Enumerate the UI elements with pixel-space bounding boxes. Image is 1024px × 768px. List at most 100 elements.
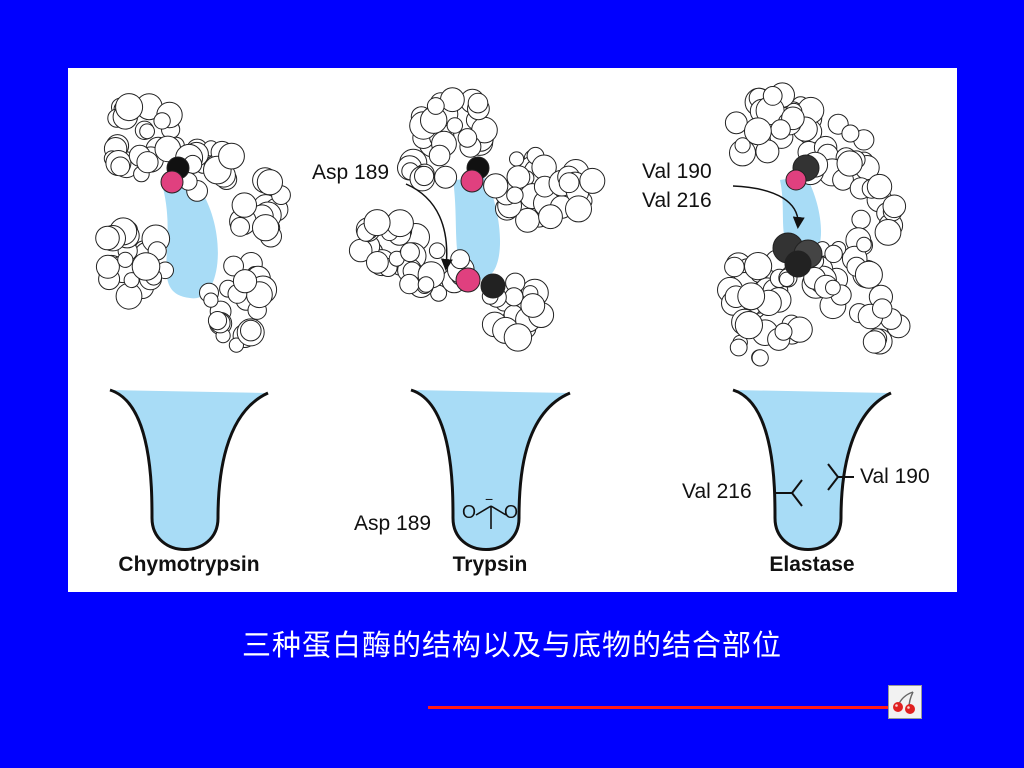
atom-sphere — [774, 322, 793, 341]
atom-sphere — [506, 165, 531, 189]
valine-side-chain-216 — [776, 479, 803, 507]
atom-sphere — [256, 169, 283, 196]
asp189-pocket-label: Asp 189 — [354, 512, 431, 535]
atom-sphere — [483, 173, 509, 199]
atom-sphere — [139, 123, 155, 140]
atom-sphere — [223, 255, 245, 277]
atom-sphere — [579, 167, 606, 194]
atom-sphere — [770, 119, 791, 140]
atom-sphere — [744, 252, 773, 281]
dark-atom — [480, 273, 506, 299]
atom-sphere — [434, 165, 458, 189]
nav-button[interactable] — [888, 685, 922, 719]
atom-sphere — [734, 311, 764, 340]
elastase-molecule-model — [717, 82, 911, 367]
atom-sphere — [874, 219, 902, 246]
atom-sphere — [207, 311, 228, 331]
atom-sphere — [115, 93, 144, 122]
pink-atom — [785, 169, 807, 191]
atom-sphere — [854, 260, 883, 289]
atom-sphere — [386, 209, 414, 238]
atom-sphere — [882, 194, 907, 219]
asp189-model-arrow — [405, 183, 453, 271]
atom-sphere — [399, 273, 420, 295]
carboxylate-charge: − — [485, 491, 493, 507]
val216-pocket-label: Val 216 — [682, 480, 752, 503]
atom-sphere — [428, 144, 451, 167]
pink-atom — [160, 170, 184, 194]
atom-sphere — [95, 254, 120, 279]
val-model-arrow — [732, 185, 805, 229]
pink-atom — [455, 267, 481, 293]
atom-sphere — [467, 92, 489, 114]
footer-divider — [428, 706, 890, 709]
valine-side-chain-190 — [827, 463, 854, 491]
chymotrypsin-molecule-model — [95, 93, 291, 353]
atom-sphere — [509, 151, 525, 167]
atom-sphere — [538, 204, 563, 230]
atom-sphere — [565, 195, 592, 223]
atom-sphere — [230, 217, 251, 237]
figure-panel: Asp 189 Val 190 Val 216 O O − Asp 189 — [68, 68, 957, 592]
asp189-model-label: Asp 189 — [312, 161, 389, 184]
atom-sphere — [366, 251, 389, 274]
atom-sphere — [729, 338, 748, 357]
atom-sphere — [762, 86, 783, 106]
atom-sphere — [836, 150, 863, 177]
atom-sphere — [153, 112, 171, 130]
atom-sphere — [400, 242, 420, 263]
enzyme-diagram: Asp 189 Val 190 Val 216 O O − Asp 189 — [95, 82, 930, 576]
atom-sphere — [457, 128, 478, 148]
atom-sphere — [136, 151, 159, 174]
atom-sphere — [734, 137, 751, 154]
atom-sphere — [872, 298, 893, 319]
val190-pocket-label: Val 190 — [860, 465, 930, 488]
trypsin-molecule-model — [348, 87, 606, 352]
atom-sphere — [558, 172, 580, 194]
slide-caption: 三种蛋白酶的结构以及与底物的结合部位 — [241, 628, 782, 662]
atom-sphere — [231, 192, 258, 218]
atom-sphere — [428, 242, 446, 259]
atom-sphere — [228, 337, 244, 353]
atom-sphere — [95, 225, 120, 251]
atom-sphere — [737, 282, 766, 311]
enzyme-name-chymotrypsin: Chymotrypsin — [118, 553, 259, 576]
atom-sphere — [450, 249, 471, 270]
atom-sphere — [866, 173, 893, 200]
carboxylate-oxygen-left: O — [462, 502, 476, 522]
atom-sphere — [123, 272, 140, 289]
val216-model-label: Val 216 — [642, 189, 712, 212]
atom-sphere — [506, 186, 524, 204]
atom-sphere — [856, 236, 872, 253]
dark-atom — [784, 250, 812, 278]
carboxylate-oxygen-right: O — [504, 502, 518, 522]
chymotrypsin-pocket — [109, 388, 269, 551]
atom-sphere — [751, 349, 769, 367]
atom-sphere — [240, 319, 262, 342]
atom-sphere — [824, 244, 843, 264]
atom-sphere — [744, 117, 772, 146]
cherry-icon — [893, 691, 915, 714]
atom-sphere — [724, 256, 745, 278]
atom-sphere — [252, 214, 280, 242]
atom-sphere — [417, 276, 435, 293]
atom-sphere — [117, 251, 134, 268]
val190-model-label: Val 190 — [642, 160, 712, 183]
atom-sphere — [503, 323, 533, 352]
atom-sphere — [862, 330, 887, 354]
enzyme-name-trypsin: Trypsin — [453, 553, 528, 576]
atom-sphere — [414, 165, 435, 187]
atom-sphere — [426, 97, 445, 115]
elastase-pocket — [732, 388, 892, 551]
atom-sphere — [446, 117, 463, 134]
atom-sphere — [504, 287, 524, 307]
pink-atom — [460, 169, 484, 193]
carboxylate-group: O O − — [462, 491, 518, 529]
atom-sphere — [851, 209, 871, 230]
atom-sphere — [825, 279, 841, 296]
atom-sphere — [218, 142, 245, 170]
atom-sphere — [779, 271, 795, 288]
trypsin-pocket: O O − — [410, 388, 571, 551]
atom-sphere — [520, 293, 546, 318]
atom-sphere — [232, 269, 258, 294]
